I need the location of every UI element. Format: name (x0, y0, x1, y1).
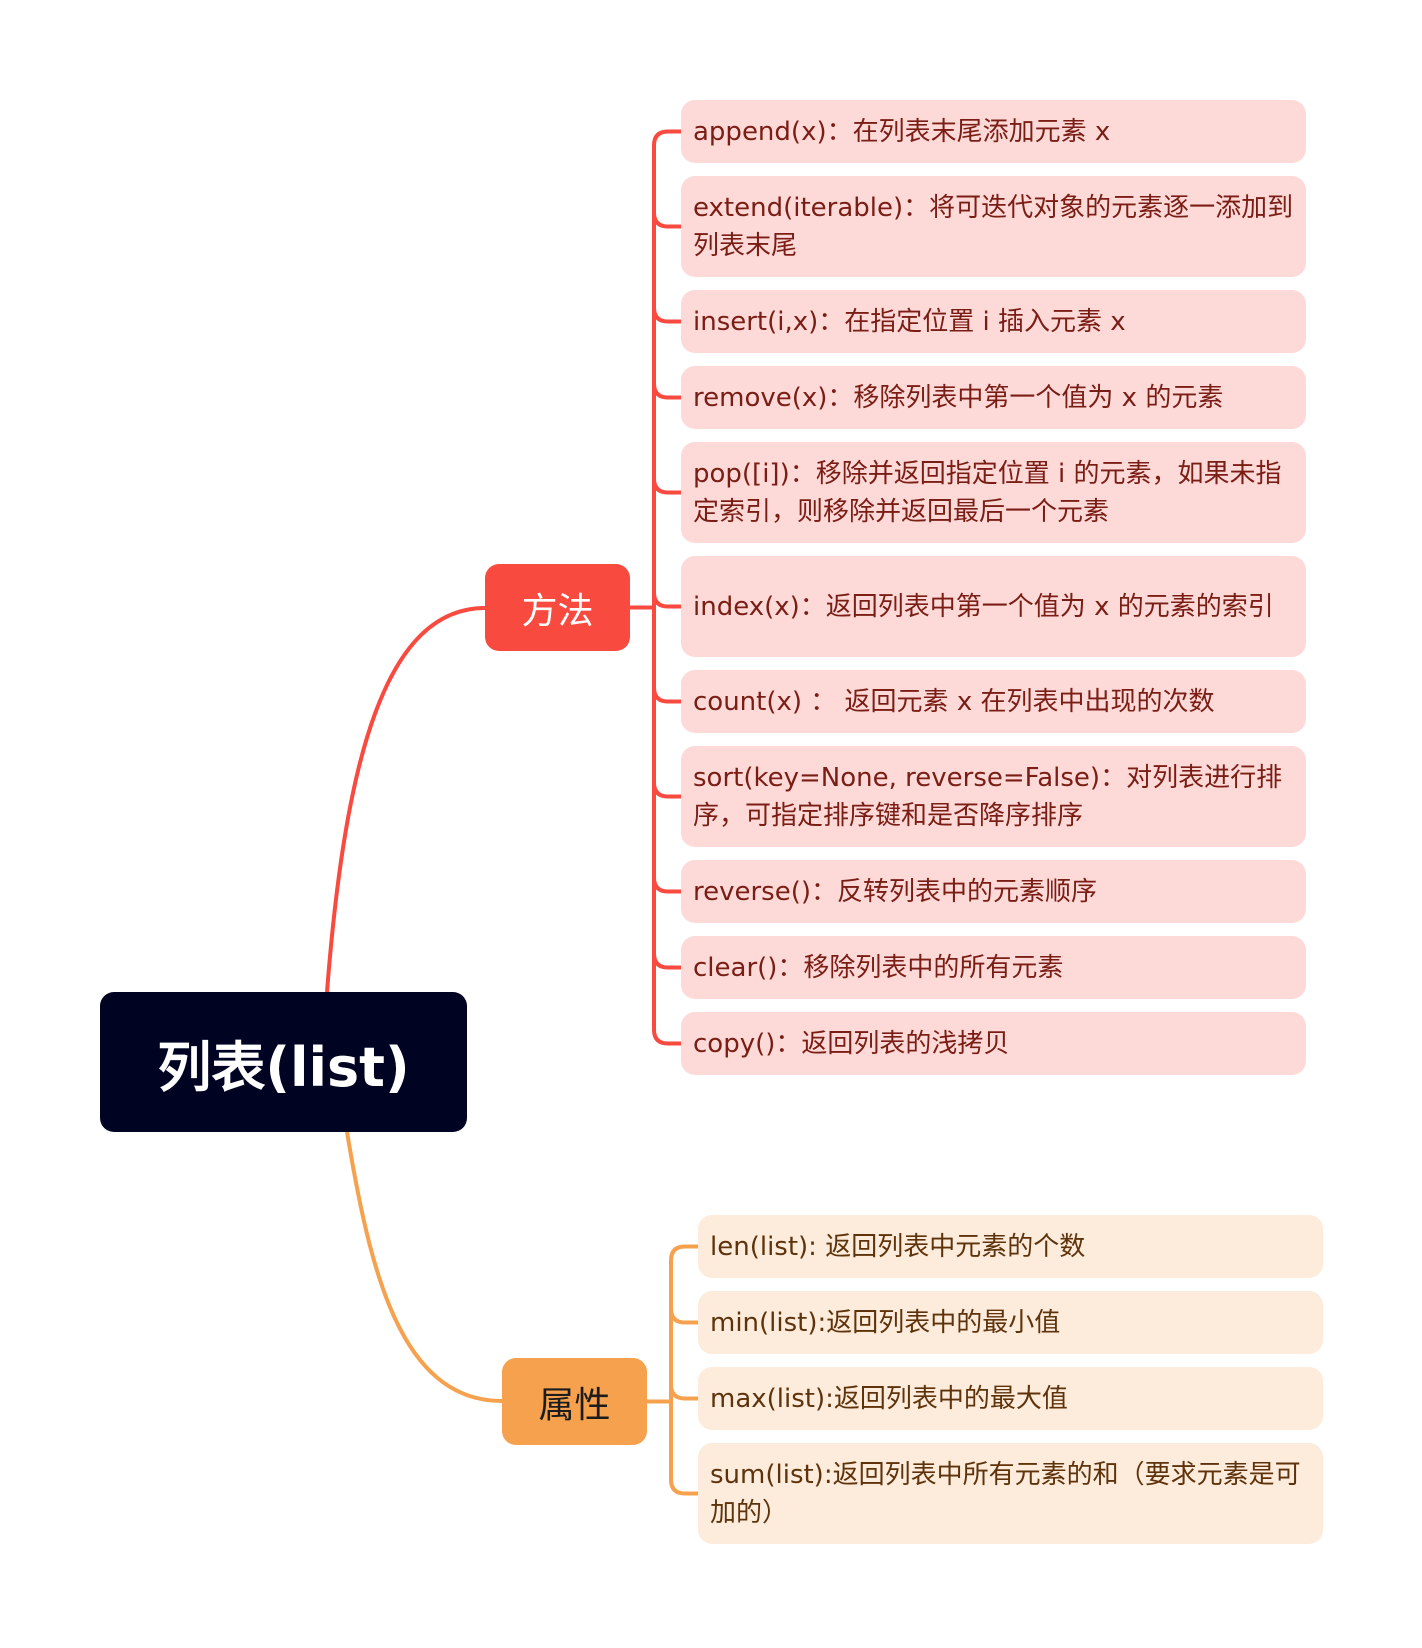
leaf-connector-line (652, 592, 681, 609)
branch-attributes[interactable]: 属性 (502, 1358, 647, 1445)
method-node-remove[interactable]: remove(x)：移除列表中第一个值为 x 的元素 (681, 366, 1306, 429)
leaf-connector-line (652, 1029, 681, 1046)
method-node-label: insert(i,x)：在指定位置 i 插入元素 x (693, 306, 1126, 337)
method-node-label: sort(key=None, reverse=False)：对列表进行排序，可指… (693, 762, 1283, 831)
method-node-insert[interactable]: insert(i,x)：在指定位置 i 插入元素 x (681, 290, 1306, 353)
method-node-sort[interactable]: sort(key=None, reverse=False)：对列表进行排序，可指… (681, 746, 1306, 847)
leaf-connector-line (669, 1479, 698, 1496)
method-node-pop[interactable]: pop([i])：移除并返回指定位置 i 的元素，如果未指定索引，则移除并返回最… (681, 442, 1306, 543)
branch-methods-label: 方法 (521, 590, 594, 632)
method-node-copy[interactable]: copy()：返回列表的浅拷贝 (681, 1012, 1306, 1075)
method-node-label: clear()：移除列表中的所有元素 (693, 952, 1064, 983)
attribute-node-label: len(list): 返回列表中元素的个数 (710, 1231, 1086, 1262)
method-node-label: reverse()：反转列表中的元素顺序 (693, 876, 1098, 907)
leaf-connector-line (669, 1244, 698, 1261)
root-to-attrs-connector (345, 1131, 503, 1403)
attribute-node-sum[interactable]: sum(list):返回列表中所有元素的和（要求元素是可加的） (698, 1443, 1323, 1544)
attribute-node-label: sum(list):返回列表中所有元素的和（要求元素是可加的） (710, 1459, 1301, 1528)
method-node-extend[interactable]: extend(iterable)：将可迭代对象的元素逐一添加到列表末尾 (681, 176, 1306, 277)
attribute-node-label: max(list):返回列表中的最大值 (710, 1383, 1068, 1414)
leaf-connector-line (652, 307, 681, 324)
leaf-connector-line (652, 687, 681, 704)
root-node[interactable]: 列表(list) (100, 992, 467, 1132)
method-node-label: index(x)：返回列表中第一个值为 x 的元素的索引 (693, 591, 1274, 622)
method-node-label: extend(iterable)：将可迭代对象的元素逐一添加到列表末尾 (693, 192, 1294, 261)
branch-attributes-label: 属性 (538, 1384, 611, 1426)
leaf-connector-line (652, 478, 681, 495)
method-node-label: remove(x)：移除列表中第一个值为 x 的元素 (693, 382, 1224, 413)
root-label: 列表(list) (157, 1035, 410, 1099)
method-node-label: copy()：返回列表的浅拷贝 (693, 1028, 1010, 1059)
method-node-label: pop([i])：移除并返回指定位置 i 的元素，如果未指定索引，则移除并返回最… (693, 458, 1282, 527)
attribute-node-max[interactable]: max(list):返回列表中的最大值 (698, 1367, 1323, 1430)
leaf-connector-line (652, 383, 681, 400)
attribute-node-label: min(list):返回列表中的最小值 (710, 1307, 1061, 1338)
method-node-clear[interactable]: clear()：移除列表中的所有元素 (681, 936, 1306, 999)
method-node-count[interactable]: count(x) ： 返回元素 x 在列表中出现的次数 (681, 670, 1306, 733)
attribute-node-len[interactable]: len(list): 返回列表中元素的个数 (698, 1215, 1323, 1278)
method-node-append[interactable]: append(x)：在列表末尾添加元素 x (681, 100, 1306, 163)
method-node-label: append(x)：在列表末尾添加元素 x (693, 116, 1111, 147)
leaf-connector-line (652, 212, 681, 229)
branch-methods[interactable]: 方法 (485, 564, 630, 651)
leaf-connector-line (669, 1308, 698, 1325)
leaf-connector-line (652, 953, 681, 970)
method-node-index[interactable]: index(x)：返回列表中第一个值为 x 的元素的索引 (681, 556, 1306, 657)
leaf-connector-line (669, 1384, 698, 1401)
leaf-connector-line (652, 129, 681, 146)
leaf-connector-line (652, 782, 681, 799)
method-node-reverse[interactable]: reverse()：反转列表中的元素顺序 (681, 860, 1306, 923)
root-to-methods-connector (325, 606, 486, 993)
leaf-connector-line (652, 877, 681, 894)
attribute-node-min[interactable]: min(list):返回列表中的最小值 (698, 1291, 1323, 1354)
method-node-label: count(x) ： 返回元素 x 在列表中出现的次数 (693, 686, 1215, 717)
